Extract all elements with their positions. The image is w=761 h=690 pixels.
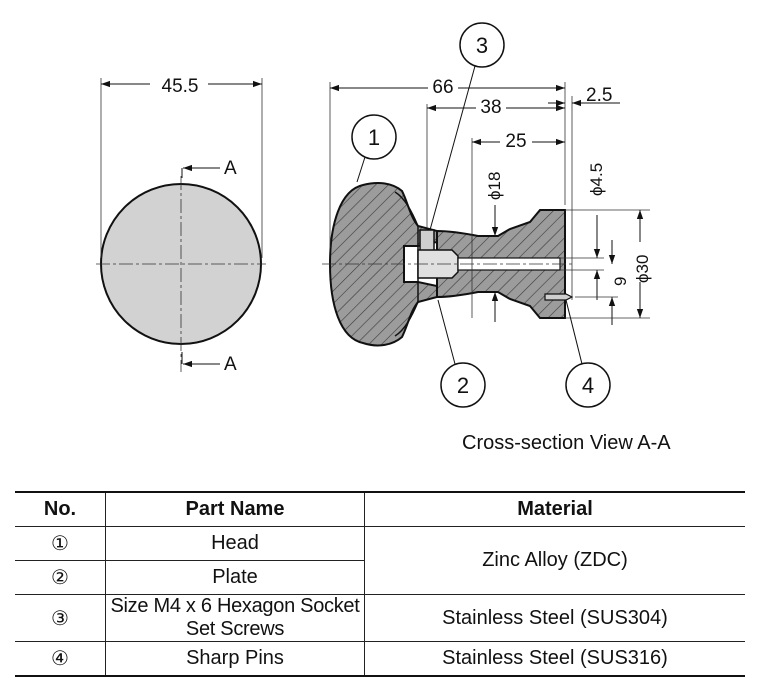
table-row: ④ Sharp Pins Stainless Steel (SUS316) bbox=[15, 641, 745, 677]
parts-table: No. Part Name Material ① Head Zinc Alloy… bbox=[15, 491, 745, 677]
leader-line-3 bbox=[429, 65, 476, 231]
row-number: ③ bbox=[15, 594, 106, 642]
material: Zinc Alloy (ZDC) bbox=[364, 526, 745, 595]
header-part-name: Part Name bbox=[105, 491, 365, 527]
part-name: Plate bbox=[105, 560, 365, 595]
header-material: Material bbox=[364, 491, 745, 527]
section-label-bottom: A bbox=[224, 354, 237, 375]
part-name: Size M4 x 6 Hexagon Socket Set Screws bbox=[105, 594, 365, 642]
dim-phi4-5: ϕ4.5 bbox=[587, 163, 606, 196]
callouts: 1 3 2 4 bbox=[351, 22, 611, 408]
callout-4: 4 bbox=[582, 373, 594, 398]
table-row: ② Plate bbox=[15, 560, 745, 595]
leader-line-4 bbox=[565, 299, 583, 365]
section-label-top: A bbox=[224, 158, 237, 179]
technical-drawing: 45.5 A A 66 38 bbox=[96, 22, 652, 408]
section-caption: Cross-section View A-A bbox=[462, 432, 671, 454]
row-number: ① bbox=[15, 526, 106, 561]
sharp-pin bbox=[544, 293, 574, 301]
dim-25: 25 bbox=[505, 131, 526, 152]
table-row: ③ Size M4 x 6 Hexagon Socket Set Screws … bbox=[15, 594, 745, 642]
callout-1: 1 bbox=[368, 125, 380, 150]
table-header-row: No. Part Name Material bbox=[15, 491, 745, 527]
header-no: No. bbox=[15, 491, 106, 527]
dim-45-5: 45.5 bbox=[162, 76, 199, 97]
dim-2-5: 2.5 bbox=[586, 85, 612, 106]
callout-circle-1 bbox=[351, 114, 397, 160]
callout-circle-4 bbox=[565, 362, 611, 408]
dim-38: 38 bbox=[480, 97, 501, 118]
material: Stainless Steel (SUS316) bbox=[364, 641, 745, 677]
part-name: Head bbox=[105, 526, 365, 561]
leader-line-2 bbox=[437, 299, 456, 365]
set-screw bbox=[419, 229, 435, 253]
callout-2: 2 bbox=[457, 373, 469, 398]
dim-66: 66 bbox=[432, 77, 453, 98]
callout-3: 3 bbox=[476, 33, 488, 58]
callout-circle-2 bbox=[440, 362, 486, 408]
front-view: 45.5 A A bbox=[96, 72, 266, 375]
row-number: ④ bbox=[15, 641, 106, 677]
table-row: ① Head Zinc Alloy (ZDC) bbox=[15, 526, 745, 595]
section-view: 66 38 25 2.5 ϕ18 ϕ4.5 9 bbox=[322, 76, 652, 347]
dim-phi30: ϕ30 bbox=[633, 255, 652, 283]
part-name: Sharp Pins bbox=[105, 641, 365, 677]
callout-circle-3 bbox=[459, 22, 505, 68]
leader-line-1 bbox=[356, 156, 366, 183]
row-number: ② bbox=[15, 560, 106, 595]
dim-phi18: ϕ18 bbox=[485, 172, 504, 200]
material: Stainless Steel (SUS304) bbox=[364, 594, 745, 642]
dim-9: 9 bbox=[611, 277, 630, 286]
